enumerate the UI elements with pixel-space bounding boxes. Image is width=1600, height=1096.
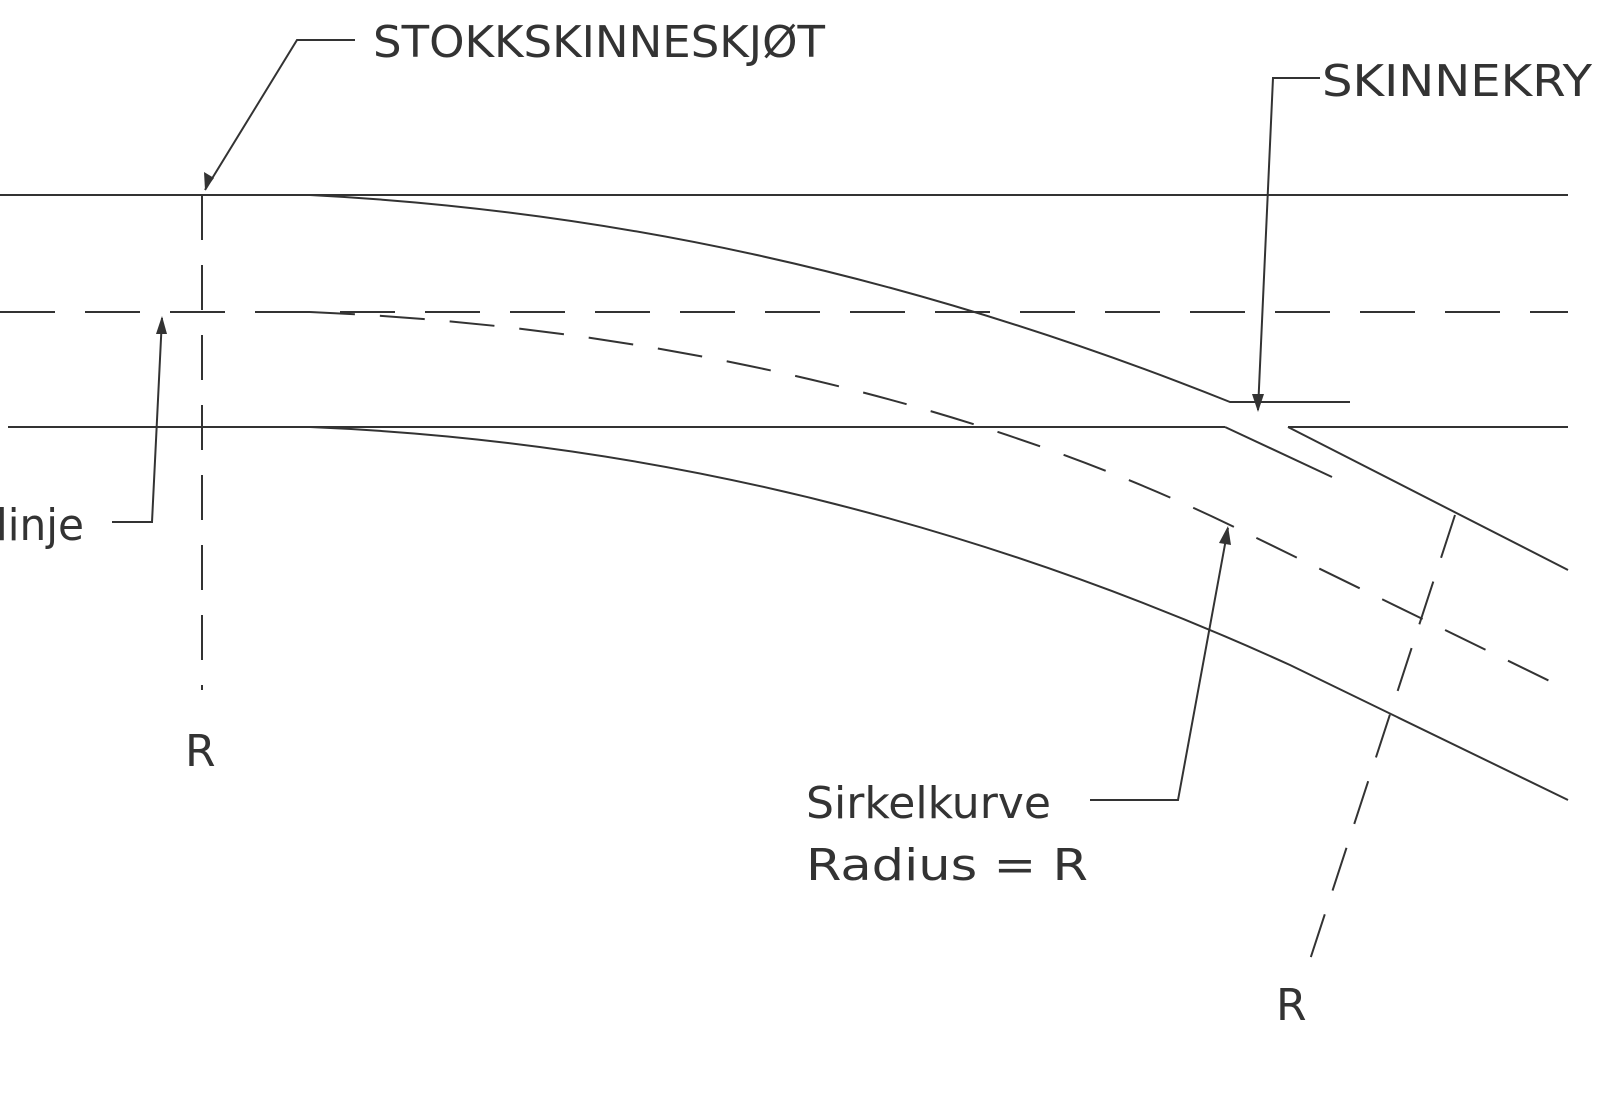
crossing-rail-outer bbox=[1287, 426, 1569, 571]
label-line: linje bbox=[0, 500, 84, 551]
leader-line bbox=[112, 317, 163, 523]
label-stock-rail-joint: STOKKSKINNESKJØT bbox=[373, 17, 825, 68]
arrow-icon bbox=[204, 172, 214, 190]
arrow-icon bbox=[1219, 526, 1231, 545]
label-r-left: R bbox=[185, 726, 216, 777]
diverging-center-line bbox=[309, 311, 1569, 691]
crossing-rail bbox=[1224, 426, 1333, 478]
diverging-track bbox=[309, 194, 1569, 801]
arrow-icon bbox=[156, 316, 167, 334]
diverging-top-rail bbox=[309, 194, 1350, 403]
leader-rail-crossing bbox=[1257, 77, 1320, 411]
leaders bbox=[112, 39, 1320, 801]
arrow-icon bbox=[1252, 394, 1264, 412]
leader-stock-rail-joint bbox=[204, 39, 355, 191]
leader-curve bbox=[1090, 527, 1229, 801]
label-radius: Radius = R bbox=[806, 840, 1088, 891]
diverging-bottom-rail bbox=[309, 426, 1569, 801]
label-curve: Sirkelkurve bbox=[806, 778, 1051, 829]
radius-line-right bbox=[1304, 514, 1456, 976]
label-r-right: R bbox=[1276, 980, 1307, 1031]
straight-track bbox=[0, 194, 1568, 428]
label-rail-crossing: SKINNEKRY bbox=[1322, 56, 1592, 107]
